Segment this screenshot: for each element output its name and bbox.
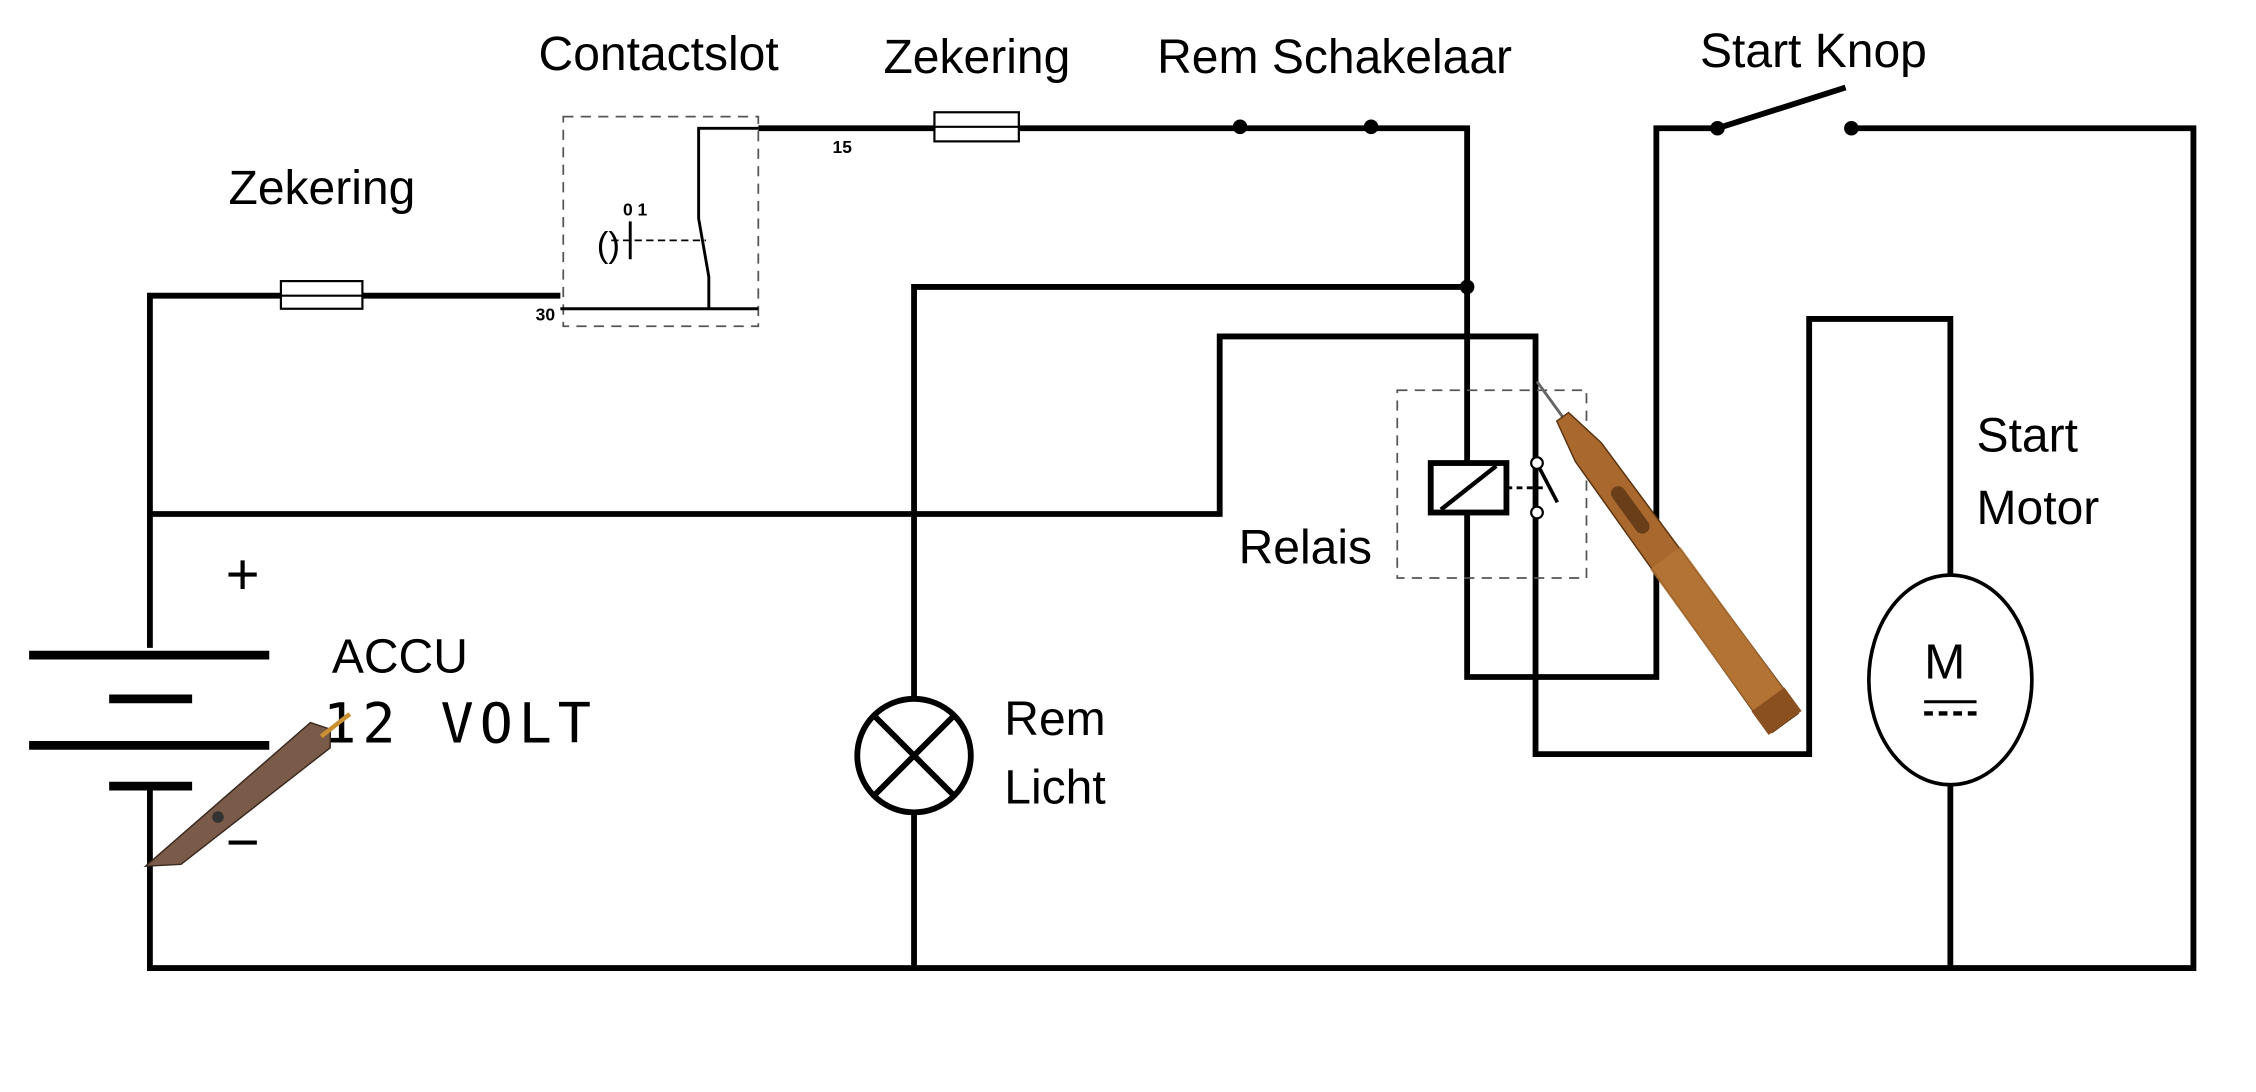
terminal-30: 30 [536,304,555,324]
switch-positions: 0 1 [623,200,648,220]
relay [1396,389,1588,579]
accu-label: ACCU [332,631,468,684]
alligator-clip-icon [143,712,352,868]
relais-label: Relais [1239,521,1372,574]
zekering-left-label: Zekering [229,162,416,215]
wires [147,125,2197,972]
plus-sign: + [226,542,260,607]
start-motor-label-2: Motor [1977,482,2100,535]
svg-text:(): () [597,225,620,264]
brake-switch-contact [1232,119,1248,135]
test-probe-icon [1535,380,1802,735]
battery [29,650,270,791]
zekering-top-label: Zekering [883,31,1070,84]
start-knop-label: Start Knop [1700,25,1927,78]
rem-licht-label-1: Rem [1004,693,1105,746]
motor-icon: M [1867,573,2034,787]
terminal-15: 15 [833,137,853,157]
rem-licht-label-2: Licht [1004,762,1105,815]
voltage-label: 12 VOLT [323,692,597,756]
start-button-switch [1710,84,1859,136]
rem-schakelaar-label: Rem Schakelaar [1157,31,1512,84]
ignition-switch: () [560,115,760,328]
start-motor-label-1: Start [1977,409,2078,462]
svg-text:M: M [1924,634,1965,689]
brake-switch-contact [1363,119,1379,135]
contactslot-label: Contactslot [539,28,779,81]
lamp-icon [854,695,974,816]
